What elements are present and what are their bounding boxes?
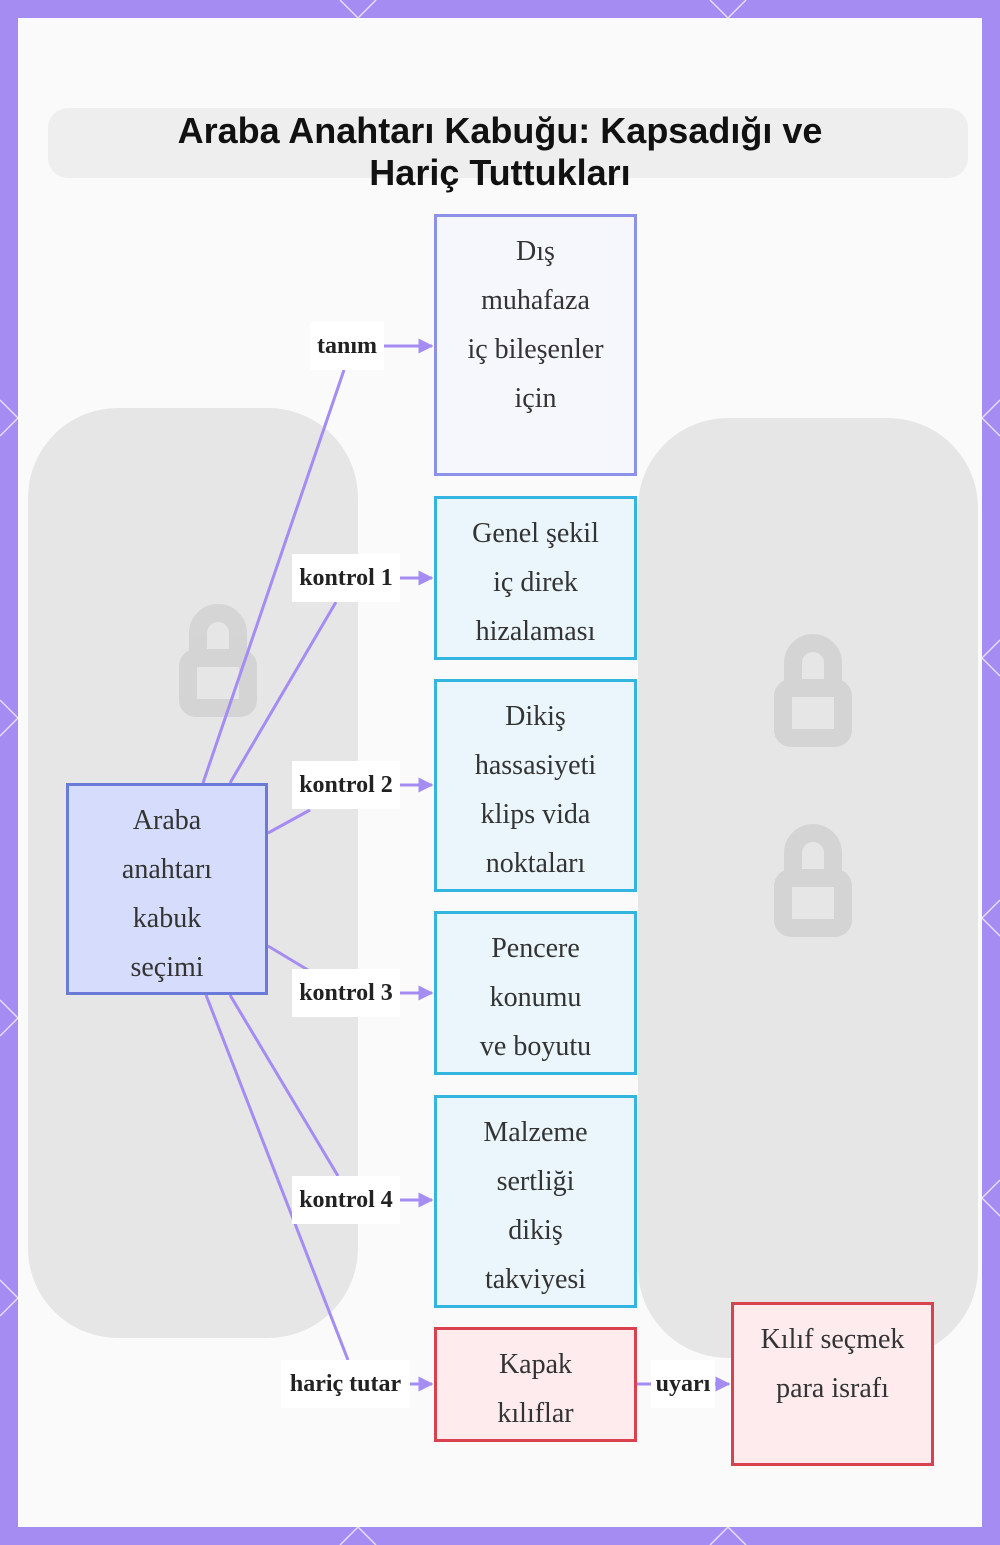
edge-definition-line [201, 369, 346, 784]
title-line-2: Hariç Tuttukları [369, 152, 631, 194]
node-warning: Kılıf seçmek para israfı [731, 1302, 934, 1466]
diagram-canvas: Araba Anahtarı Kabuğu: Kapsadığı ve Hari… [18, 18, 982, 1527]
node-check-3: Pencere konumu ve boyutu [434, 911, 637, 1075]
edge-label-check2: kontrol 2 [292, 761, 400, 809]
edge-check2-line [267, 808, 311, 835]
diagram-title: Araba Anahtarı Kabuğu: Kapsadığı ve Hari… [18, 110, 982, 194]
edge-check1-line [228, 601, 338, 784]
edge-check4-line [228, 994, 340, 1177]
edge-label-warning: uyarı [651, 1360, 715, 1408]
node-check-2: Dikiş hassasiyeti klips vida noktaları [434, 679, 637, 892]
node-definition: Dış muhafaza iç bileşenler için [434, 214, 637, 476]
edge-label-check1: kontrol 1 [292, 554, 400, 602]
background-key-fob-illustration [28, 108, 978, 1358]
edge-label-check3: kontrol 3 [292, 969, 400, 1017]
node-excluded-cases: Kapak kılıflar [434, 1327, 637, 1442]
edge-check3-line [267, 944, 309, 972]
node-check-4: Malzeme sertliği dikiş takviyesi [434, 1095, 637, 1308]
edge-exclude-line [204, 994, 350, 1361]
node-root-key-shell-selection: Araba anahtarı kabuk seçimi [66, 783, 268, 995]
title-line-1: Araba Anahtarı Kabuğu: Kapsadığı ve [177, 110, 823, 152]
node-check-1: Genel şekil iç direk hizalaması [434, 496, 637, 660]
edge-label-exclude: hariç tutar [281, 1360, 410, 1408]
diagram-connectors [201, 338, 731, 1392]
edge-label-definition: tanım [310, 322, 384, 370]
edge-label-check4: kontrol 4 [292, 1176, 400, 1224]
